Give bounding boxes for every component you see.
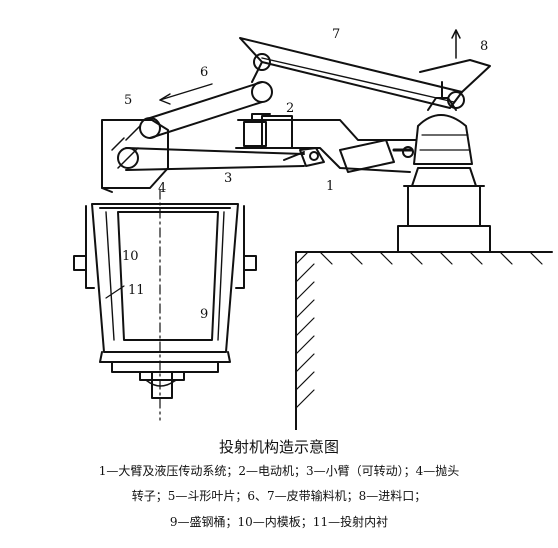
label-3: 3 <box>224 171 232 186</box>
label-2: 2 <box>286 101 294 116</box>
label-5: 5 <box>124 93 132 108</box>
label-4: 4 <box>158 181 166 196</box>
figure-title: 投射机构造示意图 <box>218 438 339 456</box>
label-1: 1 <box>326 179 334 194</box>
belt-conveyor-6 <box>139 81 273 139</box>
label-8: 8 <box>480 39 488 54</box>
bottom-spout <box>145 371 177 399</box>
feed-hopper-8 <box>419 29 491 93</box>
label-11: 11 <box>128 283 145 298</box>
label-10: 10 <box>122 249 139 264</box>
label-7: 7 <box>332 27 340 42</box>
ground <box>295 251 553 430</box>
small-arm-3 <box>125 147 325 171</box>
label-9: 9 <box>200 307 208 322</box>
legend-line-3: 9—盛钢桶；10—内模板；11—投射内衬 <box>169 515 389 529</box>
motor-2 <box>243 113 293 149</box>
inner-mold-10 <box>117 211 219 341</box>
machine-drawing: 1 2 3 4 5 6 7 8 9 10 11 <box>73 27 553 430</box>
label-6: 6 <box>200 65 208 80</box>
ladle-9 <box>73 203 257 381</box>
lining-11 <box>105 211 225 341</box>
feed-belt-7 <box>239 37 465 109</box>
throwing-head <box>101 119 169 193</box>
legend-line-1: 1—大臂及液压传动系统；2—电动机；3—小臂（可转动）；4—抛头 <box>98 464 460 478</box>
legend-line-2: 转子；5—斗形叶片；6、7—皮带输料机；8—进料口； <box>131 489 427 503</box>
